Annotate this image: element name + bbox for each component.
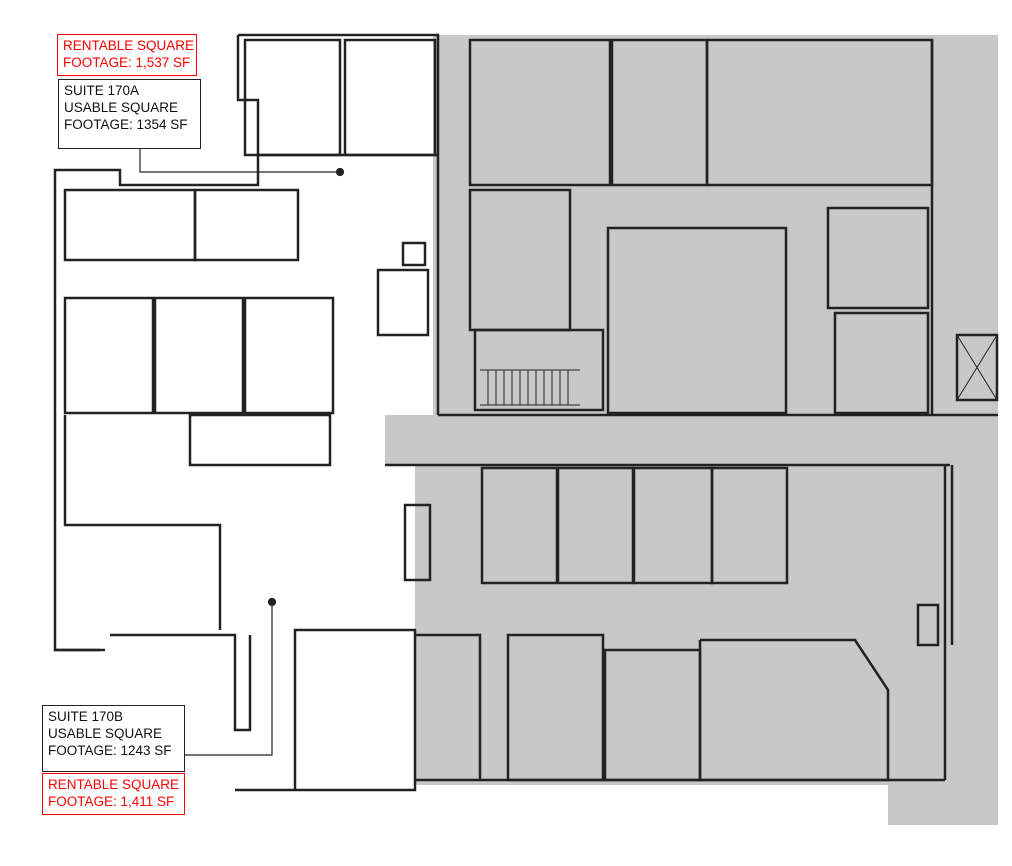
- usable-line-3: FOOTAGE: 1354 SF: [64, 117, 188, 132]
- usable-line-2: USABLE SQUARE: [64, 100, 179, 115]
- rentable-line-2: FOOTAGE: 1,537 SF: [63, 55, 191, 70]
- rentable-line-1: RENTABLE SQUARE: [63, 38, 195, 53]
- suite-170b-usable-label: SUITE 170B USABLE SQUARE FOOTAGE: 1243 S…: [42, 705, 185, 772]
- rentable-line-2: FOOTAGE: 1,411 SF: [48, 794, 175, 809]
- usable-line-1: SUITE 170A: [64, 83, 140, 98]
- suite-170a-rentable-label: RENTABLE SQUARE FOOTAGE: 1,537 SF: [57, 34, 197, 76]
- walls: [53, 33, 999, 792]
- suite-170a-usable-label: SUITE 170A USABLE SQUARE FOOTAGE: 1354 S…: [58, 79, 201, 149]
- suite-170b-rentable-label: RENTABLE SQUARE FOOTAGE: 1,411 SF: [42, 773, 185, 815]
- usable-line-2: USABLE SQUARE: [48, 726, 163, 741]
- shaded-area: [385, 35, 998, 825]
- usable-line-3: FOOTAGE: 1243 SF: [48, 743, 172, 758]
- rentable-line-1: RENTABLE SQUARE: [48, 777, 180, 792]
- leader-lines: [139, 148, 345, 756]
- usable-line-1: SUITE 170B: [48, 709, 124, 724]
